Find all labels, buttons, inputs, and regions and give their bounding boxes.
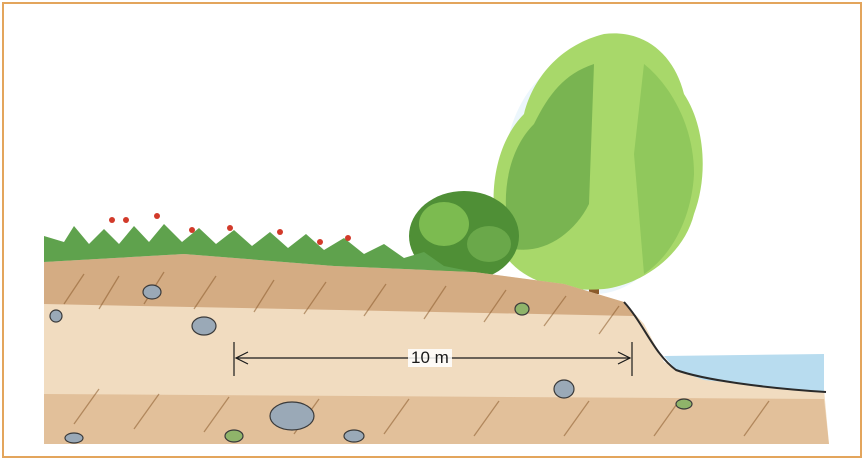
measurement-label: 10 m xyxy=(408,349,452,367)
figure-frame: 10 m xyxy=(2,2,862,458)
tree-canopy xyxy=(494,33,703,289)
landscape-illustration xyxy=(4,4,862,458)
subsoil-band xyxy=(44,394,829,444)
